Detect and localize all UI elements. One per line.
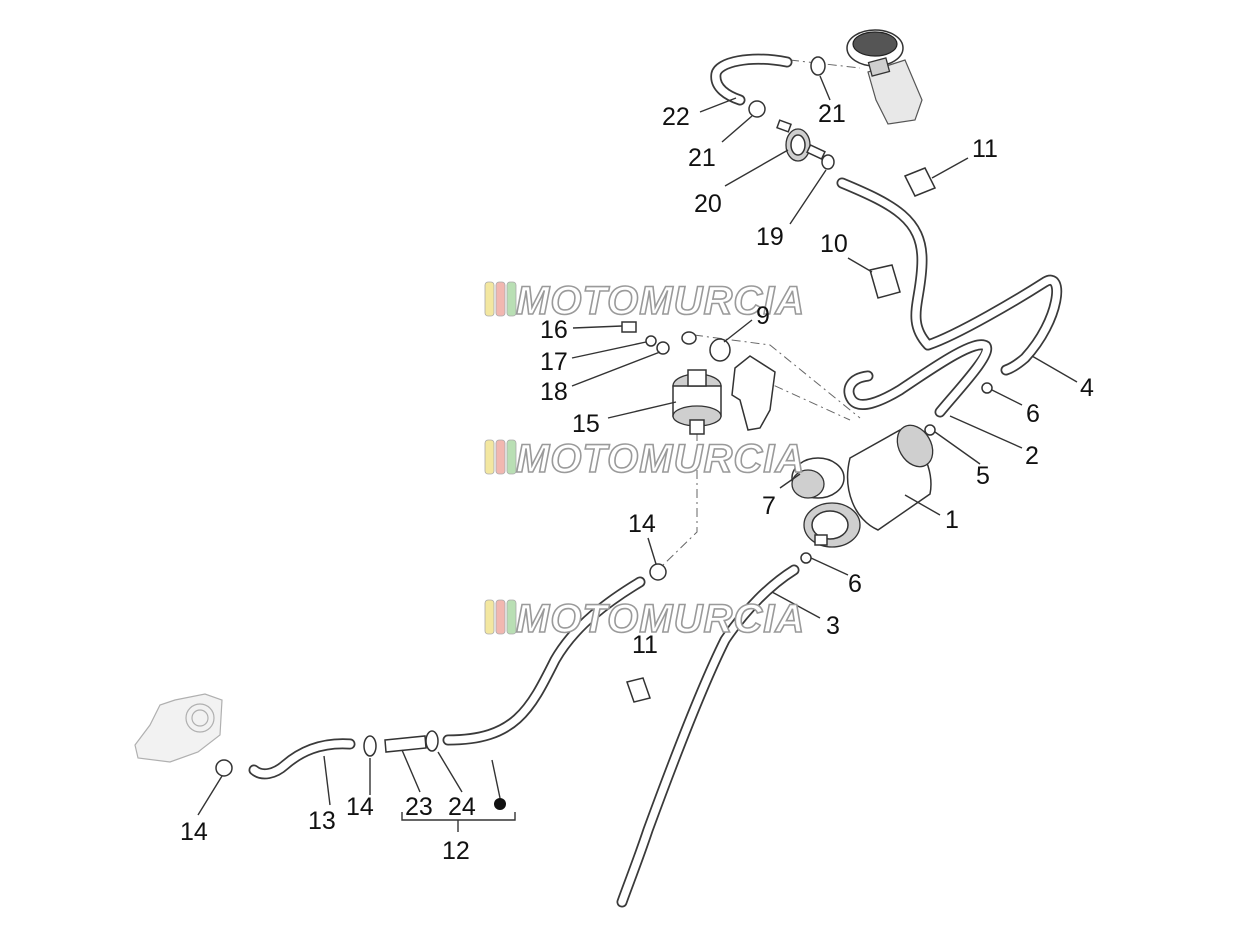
clip-21-left-part: [748, 100, 766, 118]
callout-14-mid: 14: [628, 510, 656, 538]
o-ring-6-top-part: [981, 382, 993, 394]
fuel-hoses: [248, 53, 1063, 908]
washer-17-part: [645, 335, 657, 347]
fitting-23-part: [384, 735, 427, 753]
callout-4: 4: [1080, 374, 1094, 402]
watermark-text: MOTOMURCIA: [516, 597, 805, 641]
valve-20-part: [776, 119, 826, 162]
callout-12: 12: [442, 837, 470, 865]
fuel-pump-1-part: [803, 424, 934, 548]
clip-14-left-part: [215, 759, 233, 777]
washer-18-part: [656, 341, 670, 355]
callout-14-left: 14: [180, 818, 208, 846]
callout-16: 16: [540, 316, 568, 344]
leader-lines: [197, 75, 1078, 832]
fuel-filler-cap-part: [846, 29, 923, 125]
watermark-bottom: MOTOMURCIA: [484, 596, 805, 642]
spring-clip-part: [681, 331, 697, 345]
callout-13: 13: [308, 807, 336, 835]
callout-7: 7: [762, 492, 776, 520]
clip-11-top-part: [903, 167, 937, 197]
watermark-text: MOTOMURCIA: [516, 437, 805, 481]
screw-16-part: [621, 321, 637, 333]
callout-9: 9: [756, 302, 770, 330]
callout-22: 22: [662, 103, 690, 131]
callout-labels: 22 21 21 20 19 11 10 9 16 17 18 15 4 6 2…: [180, 100, 1094, 865]
flag-stripes-icon: [484, 599, 517, 635]
watermark-top: MOTOMURCIA: [484, 278, 805, 324]
callout-21-left: 21: [688, 144, 716, 172]
o-ring-6-bottom-part: [800, 552, 812, 564]
callout-11-bottom: 11: [632, 631, 658, 659]
throttle-body-ghost-part: [134, 693, 223, 763]
callout-17: 17: [540, 348, 568, 376]
holder-7-part: [791, 457, 845, 499]
clip-11-bottom-part: [626, 677, 651, 703]
flag-stripes-icon: [484, 439, 517, 475]
clip-10-part: [869, 264, 901, 299]
callout-1: 1: [945, 506, 959, 534]
callout-3: 3: [826, 612, 840, 640]
callout-6-bottom: 6: [848, 570, 862, 598]
callout-11-top: 11: [972, 135, 998, 163]
callout-5: 5: [976, 462, 990, 490]
watermark-middle: MOTOMURCIA: [484, 436, 805, 482]
regulator-15-part: [672, 369, 722, 435]
bracket-part: [731, 355, 776, 431]
clip-9-part: [709, 338, 731, 362]
o-ring-5-part: [924, 424, 936, 436]
callout-19: 19: [756, 223, 784, 251]
callout-24: 24: [448, 793, 476, 821]
reference-dot: [494, 798, 506, 810]
clip-14-bottom-part: [363, 735, 377, 757]
flag-stripes-icon: [484, 281, 517, 317]
watermark-text: MOTOMURCIA: [516, 279, 805, 323]
clip-19-part: [821, 154, 835, 170]
callout-23: 23: [405, 793, 433, 821]
callout-10: 10: [820, 230, 848, 258]
clip-21-top-part: [810, 56, 826, 76]
clip-14-mid-part: [649, 563, 667, 581]
callout-6-top: 6: [1026, 400, 1040, 428]
callout-14-bottom: 14: [346, 793, 374, 821]
callout-15: 15: [572, 410, 600, 438]
clip-24-part: [425, 730, 439, 752]
callout-2: 2: [1025, 442, 1039, 470]
callout-18: 18: [540, 378, 568, 406]
callout-20: 20: [694, 190, 722, 218]
callout-21-top: 21: [818, 100, 846, 128]
parts: [134, 29, 993, 810]
